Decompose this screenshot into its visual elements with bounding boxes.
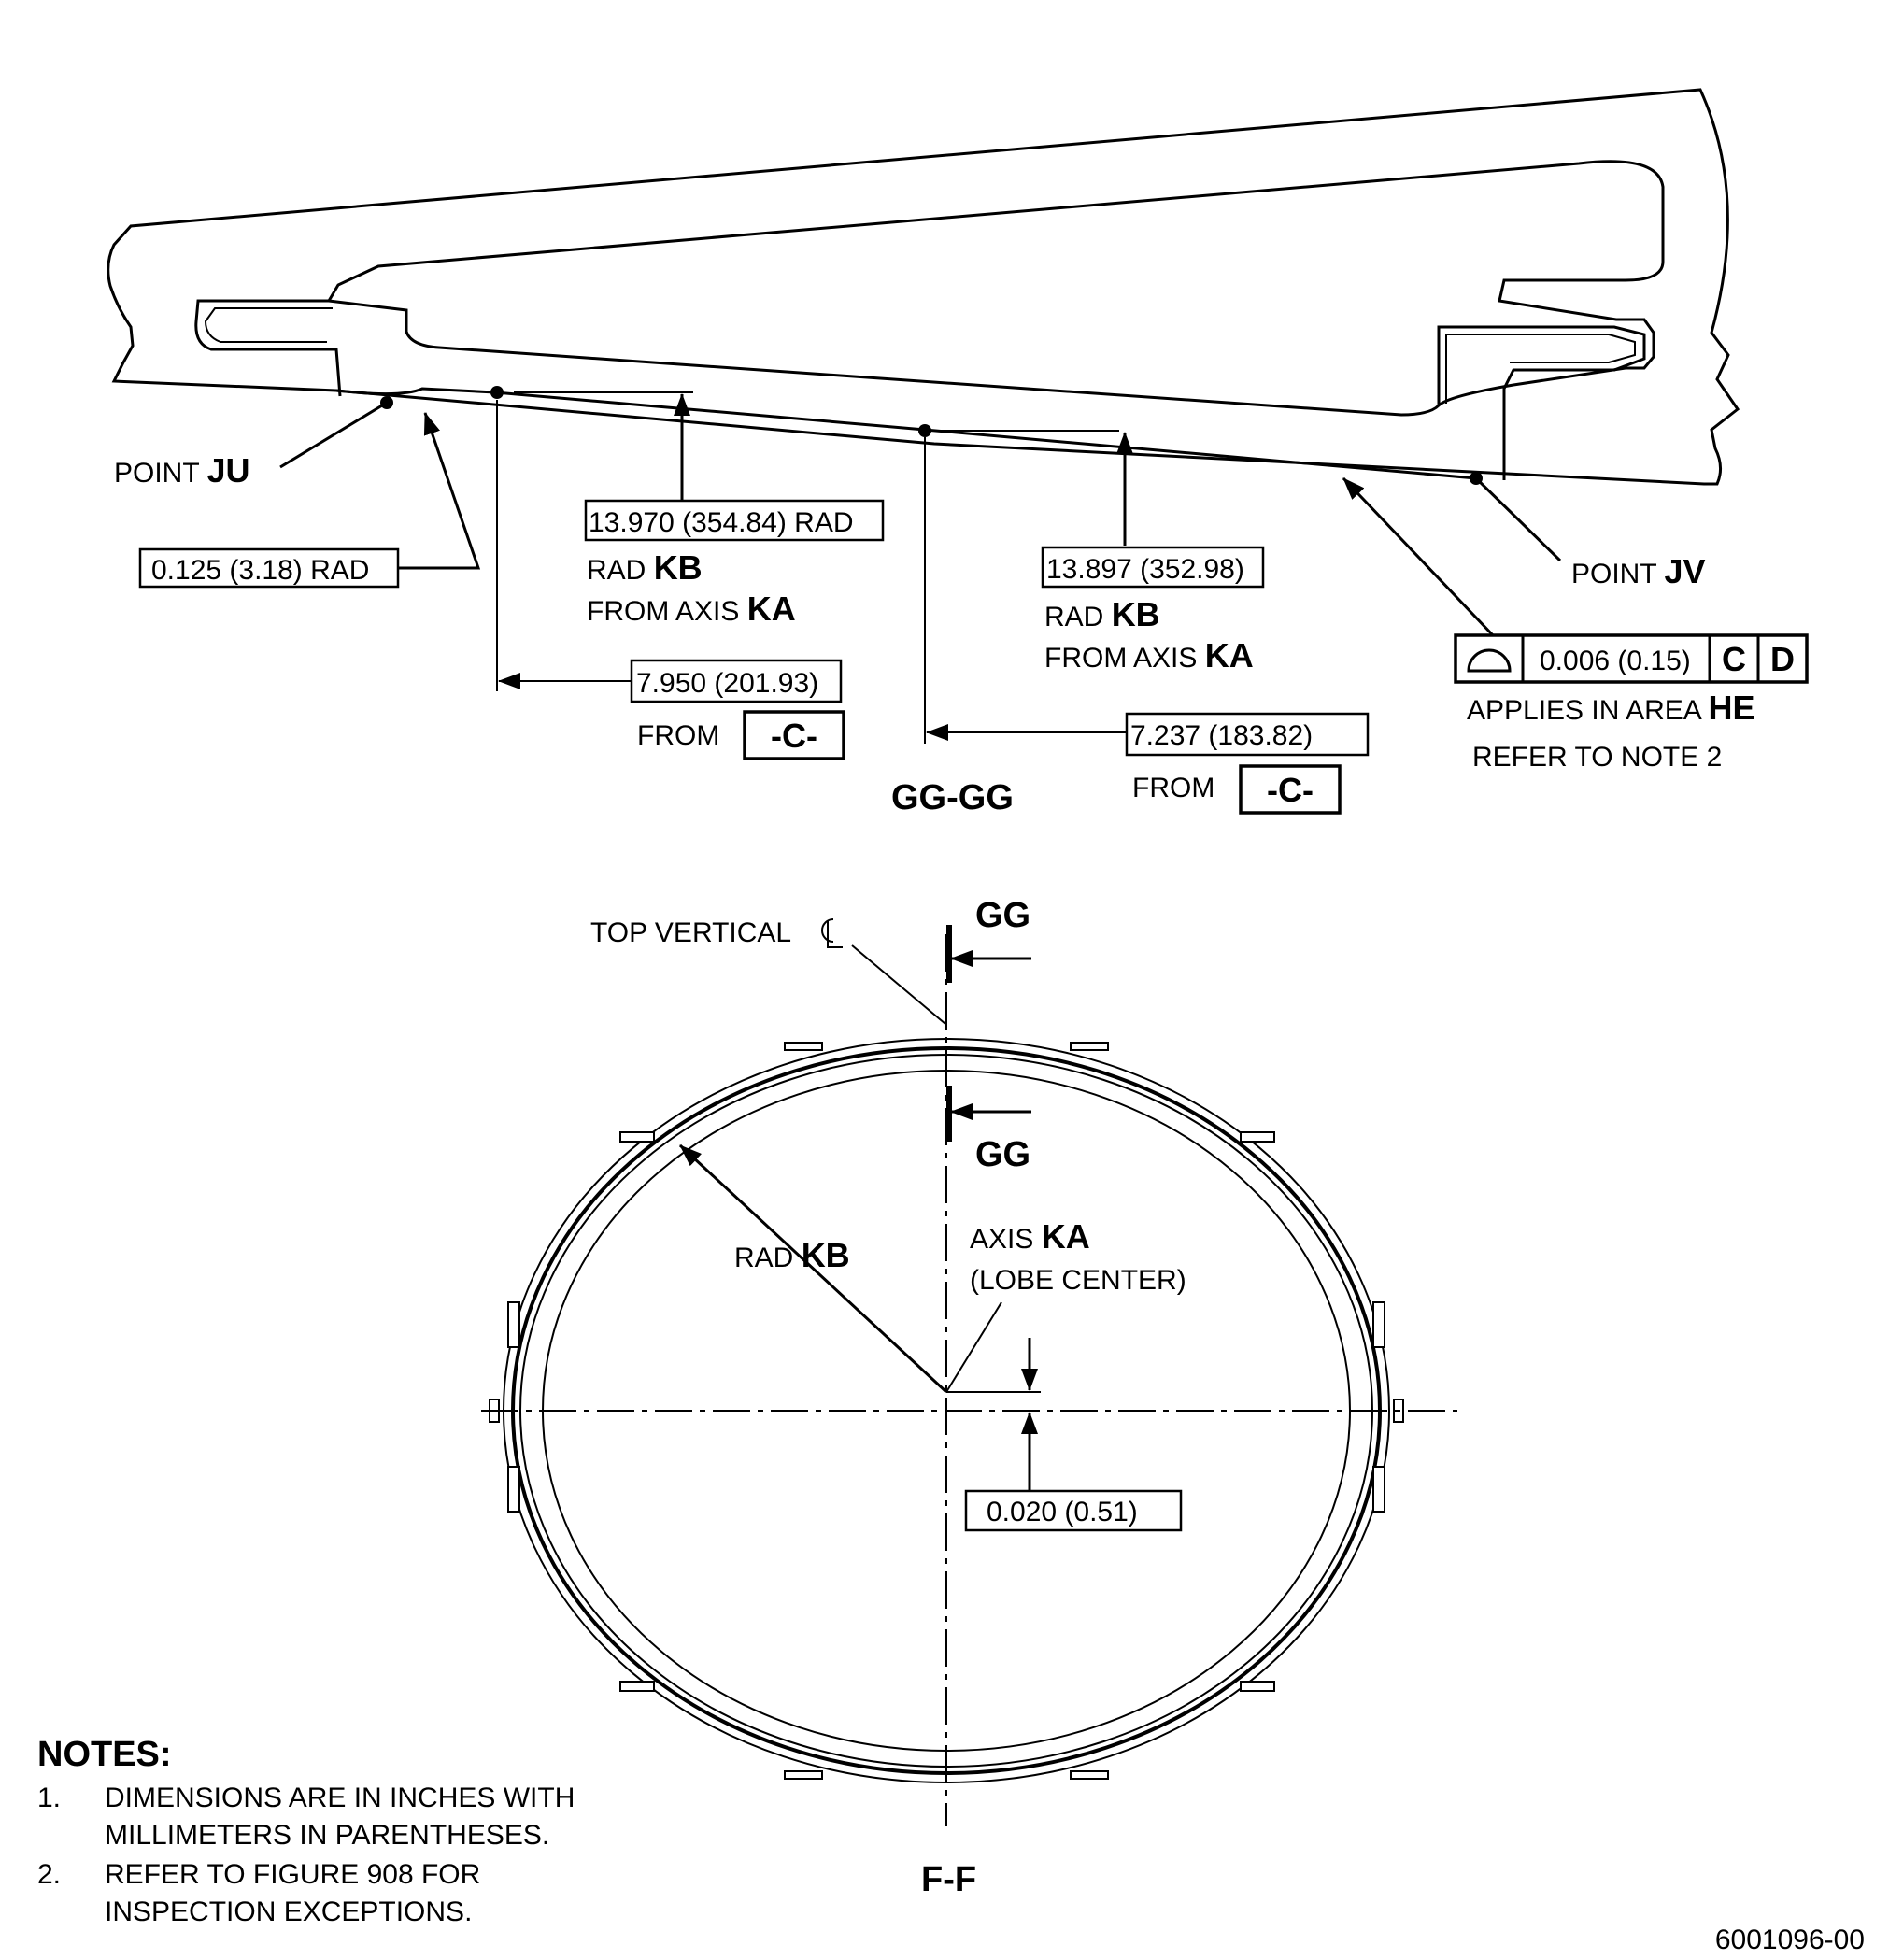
rad-1-rad-label: RAD KB bbox=[587, 548, 703, 587]
left-lip-inner bbox=[204, 307, 333, 343]
part-inner-cavity bbox=[326, 160, 1665, 417]
view-label-gg: GG-GG bbox=[891, 778, 1014, 817]
lobe-center-label: (LOBE CENTER) bbox=[970, 1265, 1186, 1296]
profile-tolerance-value: 0.006 (0.15) bbox=[1540, 646, 1691, 676]
loc-2-from: FROM bbox=[1132, 773, 1214, 803]
note-2-line1: REFER TO FIGURE 908 FOR bbox=[105, 1859, 480, 1890]
view-label-ff: F-F bbox=[921, 1860, 976, 1899]
loc-1-value: 7.950 (201.93) bbox=[636, 668, 818, 699]
loc-1-datum: -C- bbox=[771, 717, 817, 755]
left-lip bbox=[194, 299, 342, 397]
point-ju-leader bbox=[279, 401, 388, 469]
section-ff-view: TOP VERTICAL GG GG RAD KB AXIS KA (LOBE … bbox=[481, 896, 1457, 1899]
fillet-radius-box bbox=[138, 547, 400, 589]
rad-kb-leader bbox=[678, 1143, 948, 1394]
rad-1-value-box bbox=[584, 499, 885, 542]
section-arrow-bottom-label: GG bbox=[975, 1135, 1030, 1174]
loc-2-value-box bbox=[1125, 712, 1370, 757]
profile-leader bbox=[1342, 476, 1495, 637]
top-vertical-label: TOP VERTICAL bbox=[590, 917, 791, 948]
profile-of-surface-icon bbox=[1467, 648, 1512, 673]
axis-ka-label: AXIS KA bbox=[970, 1217, 1090, 1256]
rad-point-2-dot bbox=[918, 424, 931, 437]
profile-datum-d: D bbox=[1770, 640, 1795, 678]
point-jv-leader bbox=[1474, 476, 1562, 562]
applies-in-area-label: APPLIES IN AREA HE bbox=[1467, 689, 1754, 727]
fillet-radius-leader bbox=[398, 412, 481, 570]
axis-ka-leader bbox=[945, 1301, 1002, 1393]
note-1-number: 1. bbox=[37, 1782, 61, 1813]
drawing-number: 6001096-00 bbox=[1715, 1924, 1865, 1955]
loc-2-datum-box bbox=[1239, 764, 1342, 815]
rad-2-value: 13.897 (352.98) bbox=[1046, 554, 1244, 585]
note-1-line2: MILLIMETERS IN PARENTHESES. bbox=[105, 1820, 549, 1851]
note-2-number: 2. bbox=[37, 1859, 61, 1890]
rad-2-rad-label: RAD KB bbox=[1044, 595, 1160, 633]
loc-1-from: FROM bbox=[637, 720, 719, 751]
right-lip-inner bbox=[1445, 334, 1636, 404]
loc-1-value-box bbox=[630, 659, 843, 703]
feature-control-frame: 0.006 (0.15) C D bbox=[1454, 633, 1809, 684]
profile-surface-line bbox=[335, 387, 1477, 480]
right-lip bbox=[1437, 325, 1646, 480]
rad-point-1-dot bbox=[490, 386, 504, 399]
notes-block: NOTES: 1. DIMENSIONS ARE IN INCHES WITH … bbox=[37, 1735, 575, 1927]
note-2-line2: INSPECTION EXCEPTIONS. bbox=[105, 1896, 472, 1927]
offset-value-box bbox=[964, 1489, 1183, 1532]
rad-kb-label: RAD KB bbox=[734, 1236, 850, 1274]
centerline-icon bbox=[821, 918, 843, 948]
rad-2-value-box bbox=[1041, 546, 1265, 589]
notes-title: NOTES: bbox=[37, 1735, 172, 1774]
fillet-radius-value: 0.125 (3.18) RAD bbox=[151, 555, 369, 586]
rad-2-axis-label: FROM AXIS KA bbox=[1044, 636, 1254, 675]
offset-value: 0.020 (0.51) bbox=[987, 1497, 1138, 1527]
part-outer-contour bbox=[107, 88, 1740, 486]
rad-1-axis-label: FROM AXIS KA bbox=[587, 589, 796, 628]
refer-note-label: REFER TO NOTE 2 bbox=[1472, 742, 1722, 773]
rad-1-value: 13.970 (354.84) RAD bbox=[589, 507, 854, 538]
loc-1-datum-box bbox=[743, 710, 845, 760]
loc-2-value: 7.237 (183.82) bbox=[1130, 720, 1313, 751]
section-arrow-top-label: GG bbox=[975, 896, 1030, 935]
loc-2-datum: -C- bbox=[1267, 771, 1314, 809]
profile-datum-c: C bbox=[1722, 640, 1746, 678]
point-ju-label: POINT JU bbox=[114, 451, 250, 490]
note-1-line1: DIMENSIONS ARE IN INCHES WITH bbox=[105, 1782, 575, 1813]
section-gg-view: POINT JU 0.125 (3.18) RAD 13.970 (354.84… bbox=[107, 88, 1809, 817]
top-vertical-leader bbox=[851, 944, 946, 1025]
point-jv-label: POINT JV bbox=[1571, 552, 1706, 590]
